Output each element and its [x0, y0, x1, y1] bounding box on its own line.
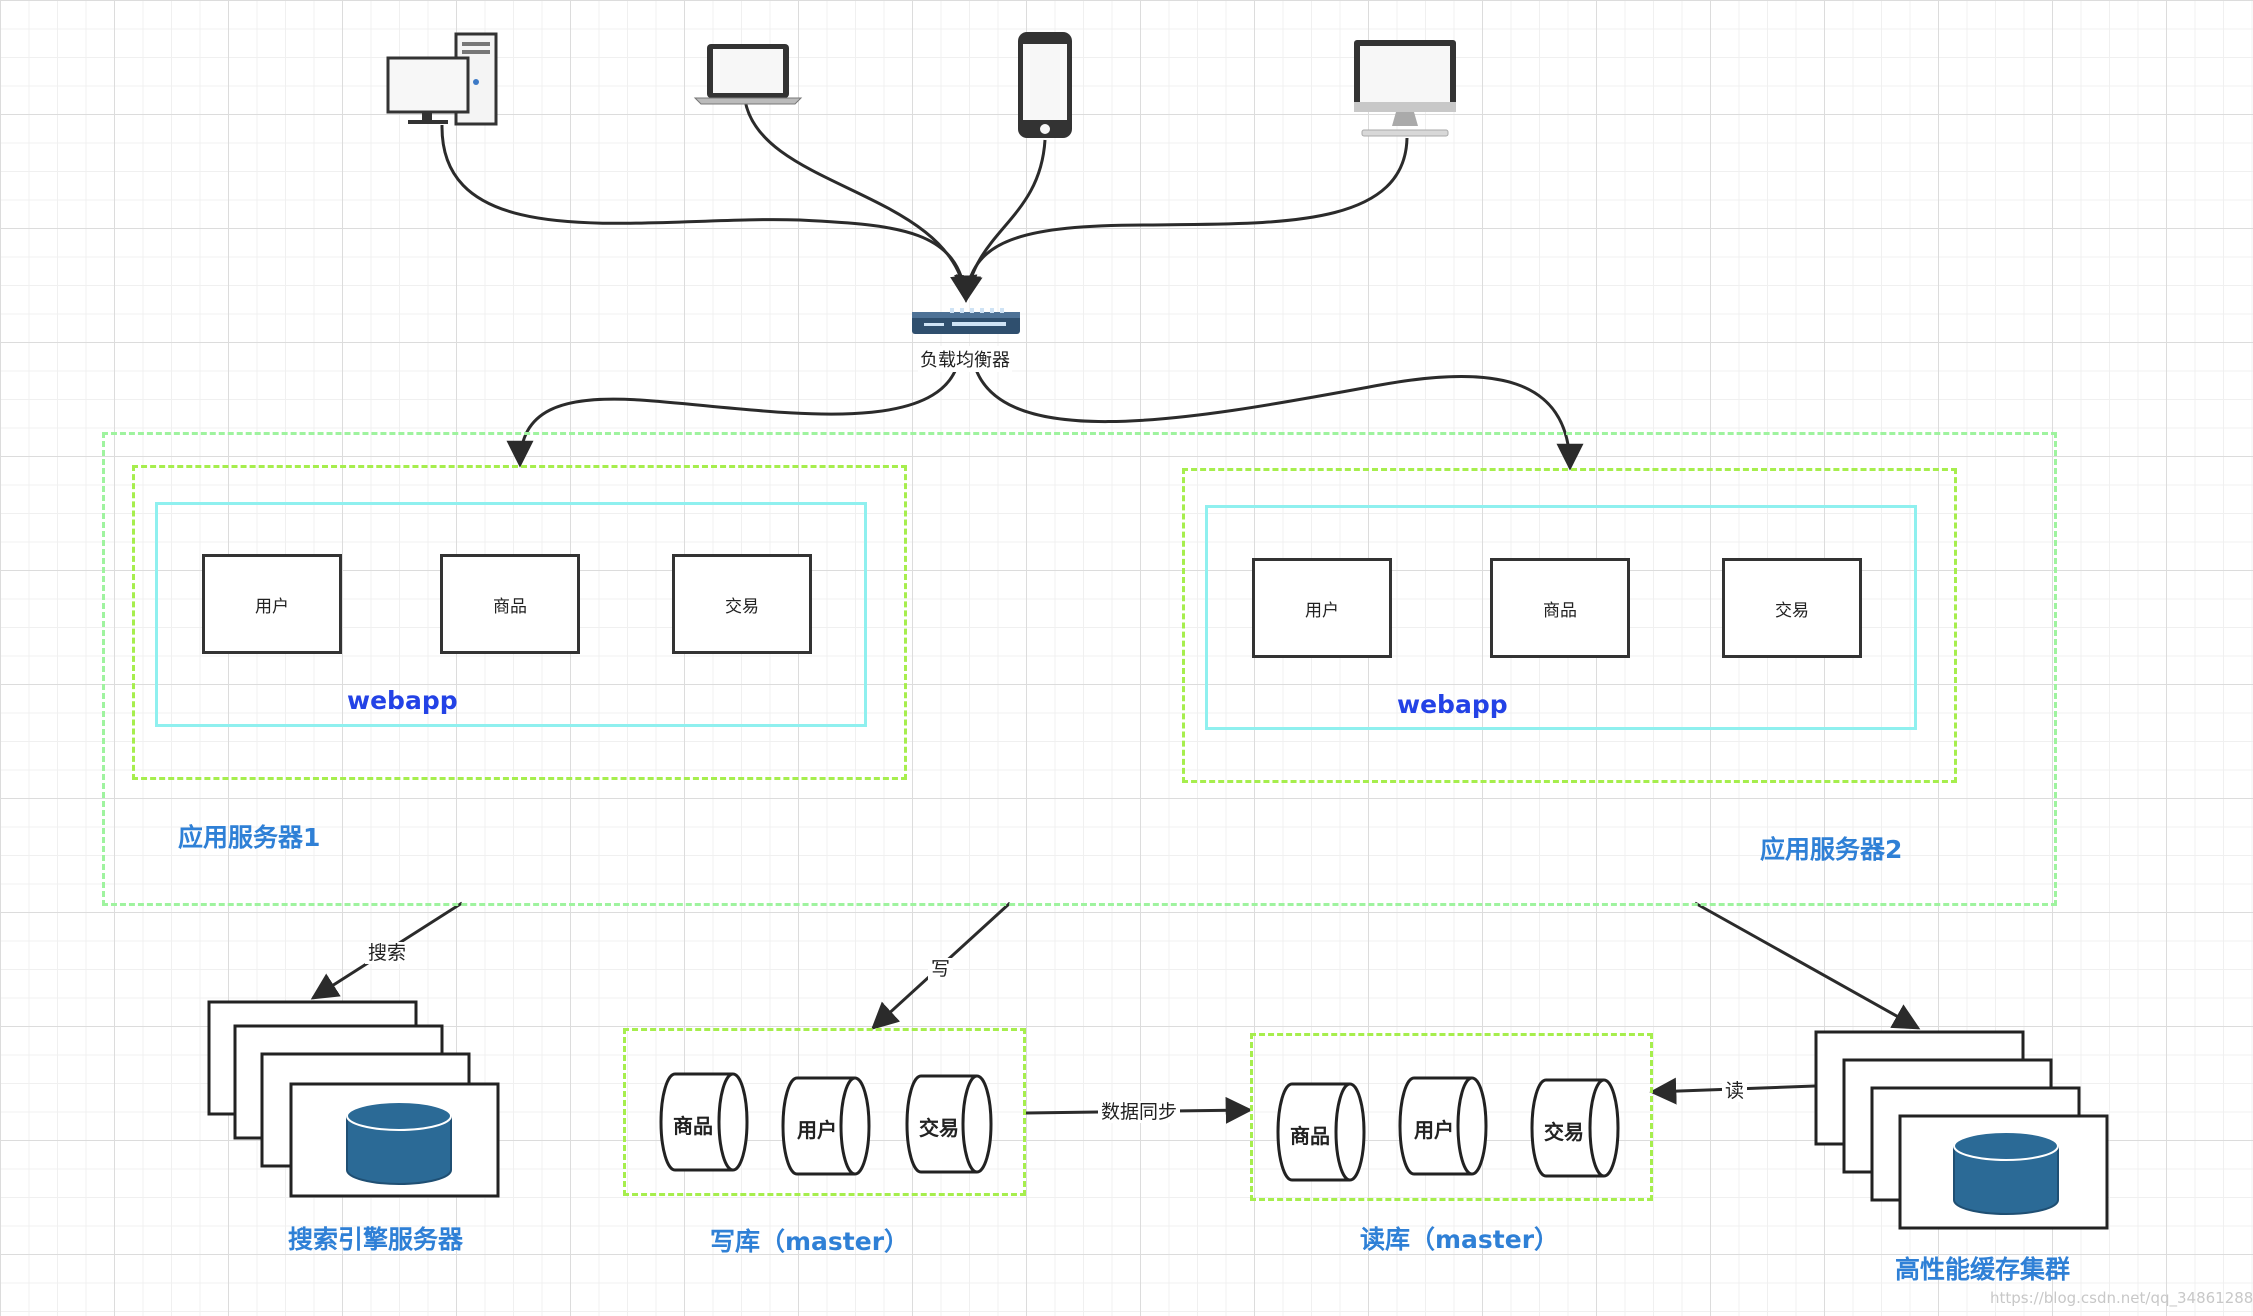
app-server-1-box: [132, 465, 907, 780]
edge-cache: [1694, 901, 1921, 1030]
edge-desktop-tower-to-lb: [440, 124, 978, 303]
read-db-table-user: 用户: [1414, 1118, 1454, 1142]
webapp-2-label: webapp: [1397, 690, 1508, 719]
edge-label-sync: 数据同步: [1098, 1101, 1181, 1123]
read-db-label: 读库（master）: [1360, 1225, 1560, 1254]
read-db-table-trade: 交易: [1544, 1120, 1584, 1144]
app-server-1-label: 应用服务器1: [178, 823, 321, 852]
edge-lb-to-server1: [506, 352, 962, 468]
app-server-2-label: 应用服务器2: [1760, 835, 1903, 864]
read-db-tables: 商品 用户 交易: [1264, 1074, 1644, 1184]
write-db-box: [623, 1028, 1026, 1196]
read-db-box: [1250, 1033, 1653, 1201]
write-db-table-user: 用户: [797, 1118, 837, 1142]
webapp-1-label: webapp: [347, 686, 458, 715]
webapp-1-box: [155, 502, 867, 727]
cache-cluster-label: 高性能缓存集群: [1895, 1255, 2071, 1284]
edge-phone-to-lb: [955, 139, 1047, 303]
app-server-2-box: [1182, 468, 1957, 783]
write-db-table-product: 商品: [673, 1114, 713, 1138]
write-db-tables: 商品 用户 交易: [655, 1070, 1015, 1180]
edge-label-search: 搜索: [365, 942, 410, 964]
webapp-2-box: [1205, 505, 1917, 730]
cache-cluster-server-stack: [1812, 1028, 2112, 1233]
smartphone-icon: [1016, 30, 1074, 140]
watermark: https://blog.csdn.net/qq_34861288: [1990, 1289, 2253, 1307]
module-product-2: 商品: [1490, 558, 1630, 658]
load-balancer-label: 负载均衡器: [918, 346, 1012, 372]
edge-imac-to-lb: [954, 137, 1409, 303]
module-trade-2: 交易: [1722, 558, 1862, 658]
module-user-1: 用户: [202, 554, 342, 654]
write-db-label: 写库（master）: [710, 1227, 910, 1256]
search-engine-server-stack: [205, 998, 505, 1203]
module-trade-1: 交易: [672, 554, 812, 654]
edge-lb-to-server2: [970, 352, 1584, 471]
app-tier-container: [102, 432, 2057, 906]
search-engine-label: 搜索引擎服务器: [288, 1225, 464, 1254]
module-user-2: 用户: [1252, 558, 1392, 658]
edge-label-write: 写: [928, 958, 954, 980]
database-icon: [1953, 1131, 2059, 1215]
desktop-tower-icon: [386, 32, 500, 128]
imac-icon: [1350, 38, 1466, 142]
laptop-icon: [693, 42, 803, 106]
edge-laptop-to-lb: [743, 99, 977, 303]
load-balancer-icon: [910, 308, 1022, 338]
read-db-table-product: 商品: [1290, 1124, 1330, 1148]
edge-label-read: 读: [1722, 1080, 1748, 1102]
module-product-1: 商品: [440, 554, 580, 654]
write-db-table-trade: 交易: [919, 1116, 959, 1140]
database-icon: [346, 1101, 452, 1185]
